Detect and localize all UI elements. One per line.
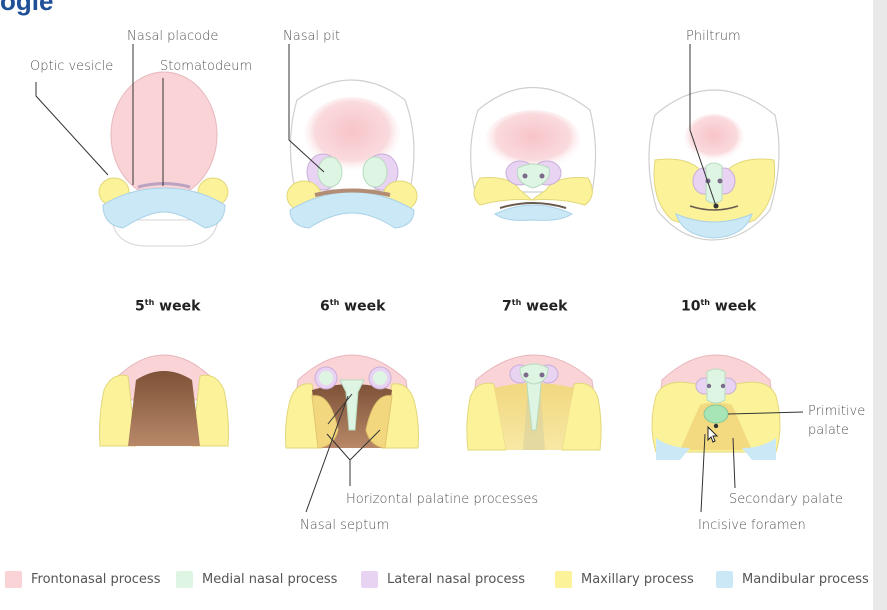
legend-swatch — [176, 570, 193, 588]
legend-label: Maxillary process — [581, 571, 694, 587]
label-nasal-septum: Nasal septum — [300, 518, 390, 533]
legend-swatch — [5, 570, 22, 588]
label-optic-vesicle: Optic vesicle — [30, 59, 114, 74]
legend-item-lateral-nasal: Lateral nasal process — [361, 566, 525, 592]
legend-swatch — [716, 570, 733, 588]
label-nasal-pit: Nasal pit — [283, 29, 341, 44]
label-nasal-placode: Nasal placode — [127, 29, 219, 44]
palate-week10 — [651, 354, 781, 460]
label-horizontal-palatine-processes: Horizontal palatine processes — [346, 492, 539, 507]
legend-label: Medial nasal process — [202, 571, 338, 587]
legend: Frontonasal process Medial nasal process… — [0, 566, 887, 596]
label-philtrum: Philtrum — [686, 29, 741, 44]
window-scrollbar[interactable] — [873, 0, 887, 610]
palate-week7 — [466, 354, 602, 451]
week-label-10: 10th week — [681, 298, 757, 315]
label-palate: palate — [808, 423, 849, 438]
legend-label: Mandibular process — [742, 571, 869, 587]
legend-item-frontonasal: Frontonasal process — [5, 566, 160, 592]
legend-item-maxillary: Maxillary process — [555, 566, 694, 592]
legend-label: Lateral nasal process — [387, 571, 526, 587]
label-secondary-palate: Secondary palate — [729, 492, 843, 507]
palate-week6 — [285, 354, 419, 449]
face-week10 — [648, 89, 780, 241]
week-label-6: 6th week — [320, 298, 386, 315]
label-incisive-foramen: Incisive foramen — [698, 518, 806, 533]
leader-lines — [35, 44, 804, 513]
page-title: ogie — [0, 0, 54, 16]
face-week5 — [98, 71, 229, 247]
legend-label: Frontonasal process — [31, 571, 161, 587]
label-stomatodeum: Stomatodeum — [160, 59, 253, 74]
legend-swatch — [361, 570, 378, 588]
week-label-7: 7th week — [502, 298, 568, 315]
legend-item-mandibular: Mandibular process — [716, 566, 869, 592]
legend-item-medial-nasal: Medial nasal process — [176, 566, 337, 592]
week-label-5: 5th week — [135, 298, 201, 315]
face-week7 — [470, 86, 597, 221]
palate-week5 — [99, 354, 229, 447]
face-week6 — [286, 79, 418, 229]
legend-swatch — [555, 570, 572, 588]
mouse-pointer-icon — [707, 426, 719, 443]
label-primitive: Primitive — [808, 404, 866, 419]
